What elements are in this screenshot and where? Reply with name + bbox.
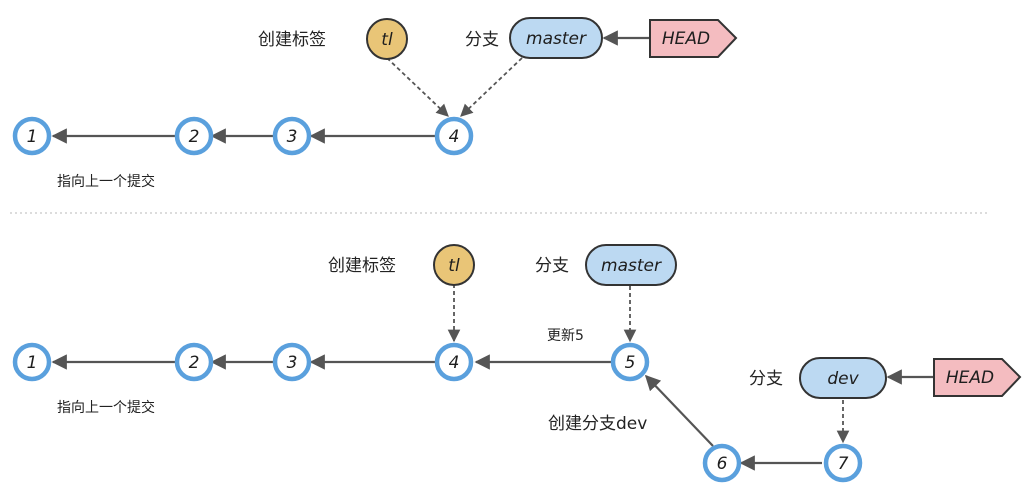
commit-label: 6: [717, 454, 728, 474]
branch-caption: 分支: [749, 369, 783, 389]
commit-node: 2: [174, 342, 214, 382]
create-branch-note: 创建分支dev: [548, 414, 647, 434]
head-label: HEAD: [662, 29, 710, 49]
tag-name: tl: [448, 256, 460, 276]
commit-node: 5: [610, 342, 650, 382]
commit-label: 7: [838, 454, 849, 474]
commit-label: 1: [27, 353, 38, 373]
tag-pointer: [386, 57, 449, 117]
commit-node: 4: [434, 116, 474, 156]
branch-caption: 分支: [465, 30, 499, 50]
commit-label: 3: [287, 353, 298, 373]
commit-node: 2: [174, 116, 214, 156]
head-pointer-box: HEAD: [649, 19, 738, 58]
tag-node: tl: [366, 18, 408, 60]
tag-caption: 创建标签: [328, 256, 396, 276]
branch-name: master: [526, 29, 587, 49]
top-panel: 1 2 3 4 创建标签 tl 分支 master HEAD: [12, 17, 738, 190]
branch-master: master: [585, 244, 677, 286]
commit-label: 5: [625, 353, 636, 373]
commit-node: 3: [272, 342, 312, 382]
branch-dev: dev: [799, 357, 887, 399]
commit-node: 1: [12, 342, 52, 382]
tag-name: tl: [381, 30, 393, 50]
branch-name: master: [601, 256, 662, 276]
head-pointer-box: HEAD: [933, 358, 1022, 397]
update-note: 更新5: [547, 328, 584, 344]
commit-node: 3: [272, 116, 312, 156]
commit-node: 1: [12, 116, 52, 156]
commit-label: 3: [287, 127, 298, 147]
commit-label: 1: [27, 127, 38, 147]
tag-node: tl: [433, 244, 475, 286]
commit-node: 7: [823, 443, 863, 483]
branch-caption: 分支: [535, 256, 569, 276]
parent-note: 指向上一个提交: [57, 399, 155, 416]
branch-name: dev: [827, 369, 859, 389]
commit-node: 6: [702, 443, 742, 483]
commit-node: 4: [434, 342, 474, 382]
tag-caption: 创建标签: [258, 30, 326, 50]
edge-6-to-5: [644, 374, 714, 447]
branch-master: master: [509, 17, 603, 59]
bottom-panel: 1 2 3 4 5 6 7 创建标签 tl: [12, 244, 1022, 483]
parent-note: 指向上一个提交: [57, 173, 155, 190]
commit-label: 4: [449, 353, 460, 373]
branch-pointer: [460, 57, 523, 117]
commit-label: 2: [189, 127, 200, 147]
commit-label: 2: [189, 353, 200, 373]
commit-label: 4: [449, 127, 460, 147]
head-label: HEAD: [946, 368, 994, 388]
